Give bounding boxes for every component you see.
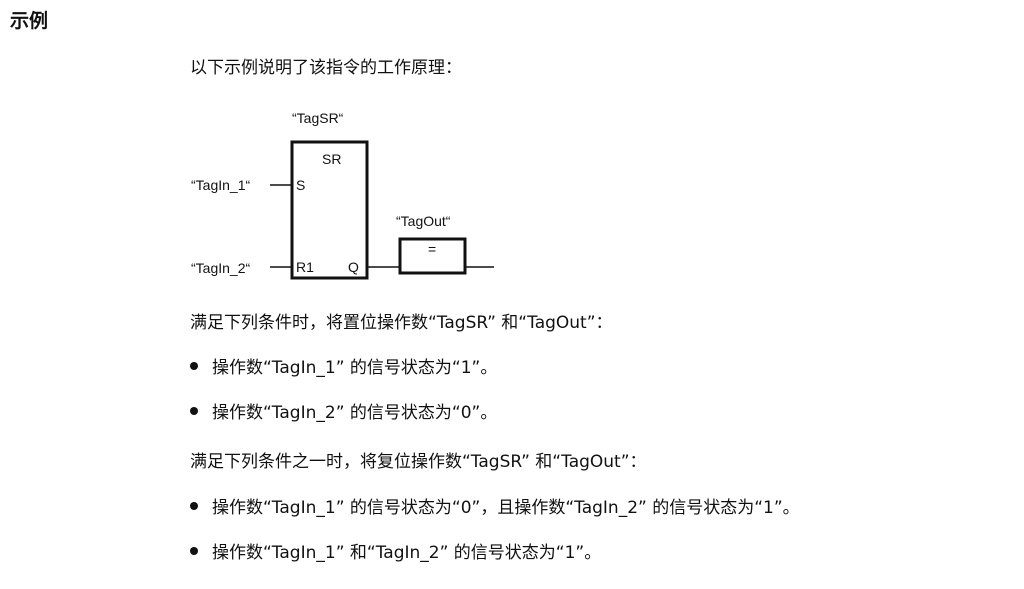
bullet-icon: [190, 502, 198, 510]
sr-block-type: SR: [322, 151, 341, 167]
instance-tag-label: “TagSR“: [292, 110, 344, 126]
list-item: 操作数“TagIn_1” 的信号状态为“1”。: [190, 356, 497, 380]
list-item-text: 操作数“TagIn_2” 的信号状态为“0”。: [212, 403, 498, 423]
list-item: 操作数“TagIn_2” 的信号状态为“0”。: [190, 401, 497, 425]
sr-block-box: [290, 140, 369, 280]
coil-box: [398, 237, 467, 275]
bullet-icon: [190, 362, 198, 370]
bullet-icon: [190, 407, 198, 415]
input2-tag-label: “TagIn_2“: [191, 260, 250, 276]
list-item-text: 操作数“TagIn_1” 的信号状态为“1”。: [212, 358, 498, 378]
coil-symbol: =: [428, 241, 436, 257]
coil-tag-label: “TagOut“: [396, 213, 451, 229]
output-pin-label: Q: [348, 259, 359, 275]
section-title: 示例: [10, 10, 49, 32]
set-conditions-text: 满足下列条件时，将置位操作数“TagSR” 和“TagOut”：: [190, 313, 613, 333]
list-item: 操作数“TagIn_1” 和“TagIn_2” 的信号状态为“1”。: [190, 541, 601, 565]
list-item: 操作数“TagIn_1” 的信号状态为“0”，且操作数“TagIn_2” 的信号…: [190, 496, 800, 520]
list-item-text: 操作数“TagIn_1” 的信号状态为“0”，且操作数“TagIn_2” 的信号…: [212, 498, 800, 518]
intro-text: 以下示例说明了该指令的工作原理：: [190, 58, 462, 78]
set-pin-label: S: [296, 177, 305, 193]
reset-conditions-text: 满足下列条件之一时，将复位操作数“TagSR” 和“TagOut”：: [190, 452, 647, 472]
reset-pin-label: R1: [296, 259, 314, 275]
list-item-text: 操作数“TagIn_1” 和“TagIn_2” 的信号状态为“1”。: [212, 543, 602, 563]
bullet-icon: [190, 547, 198, 555]
input1-tag-label: “TagIn_1“: [191, 177, 250, 193]
sr-ladder-diagram: “TagSR“ SR “TagIn_1“ S “TagIn_2“ R1 Q “T…: [191, 110, 494, 280]
